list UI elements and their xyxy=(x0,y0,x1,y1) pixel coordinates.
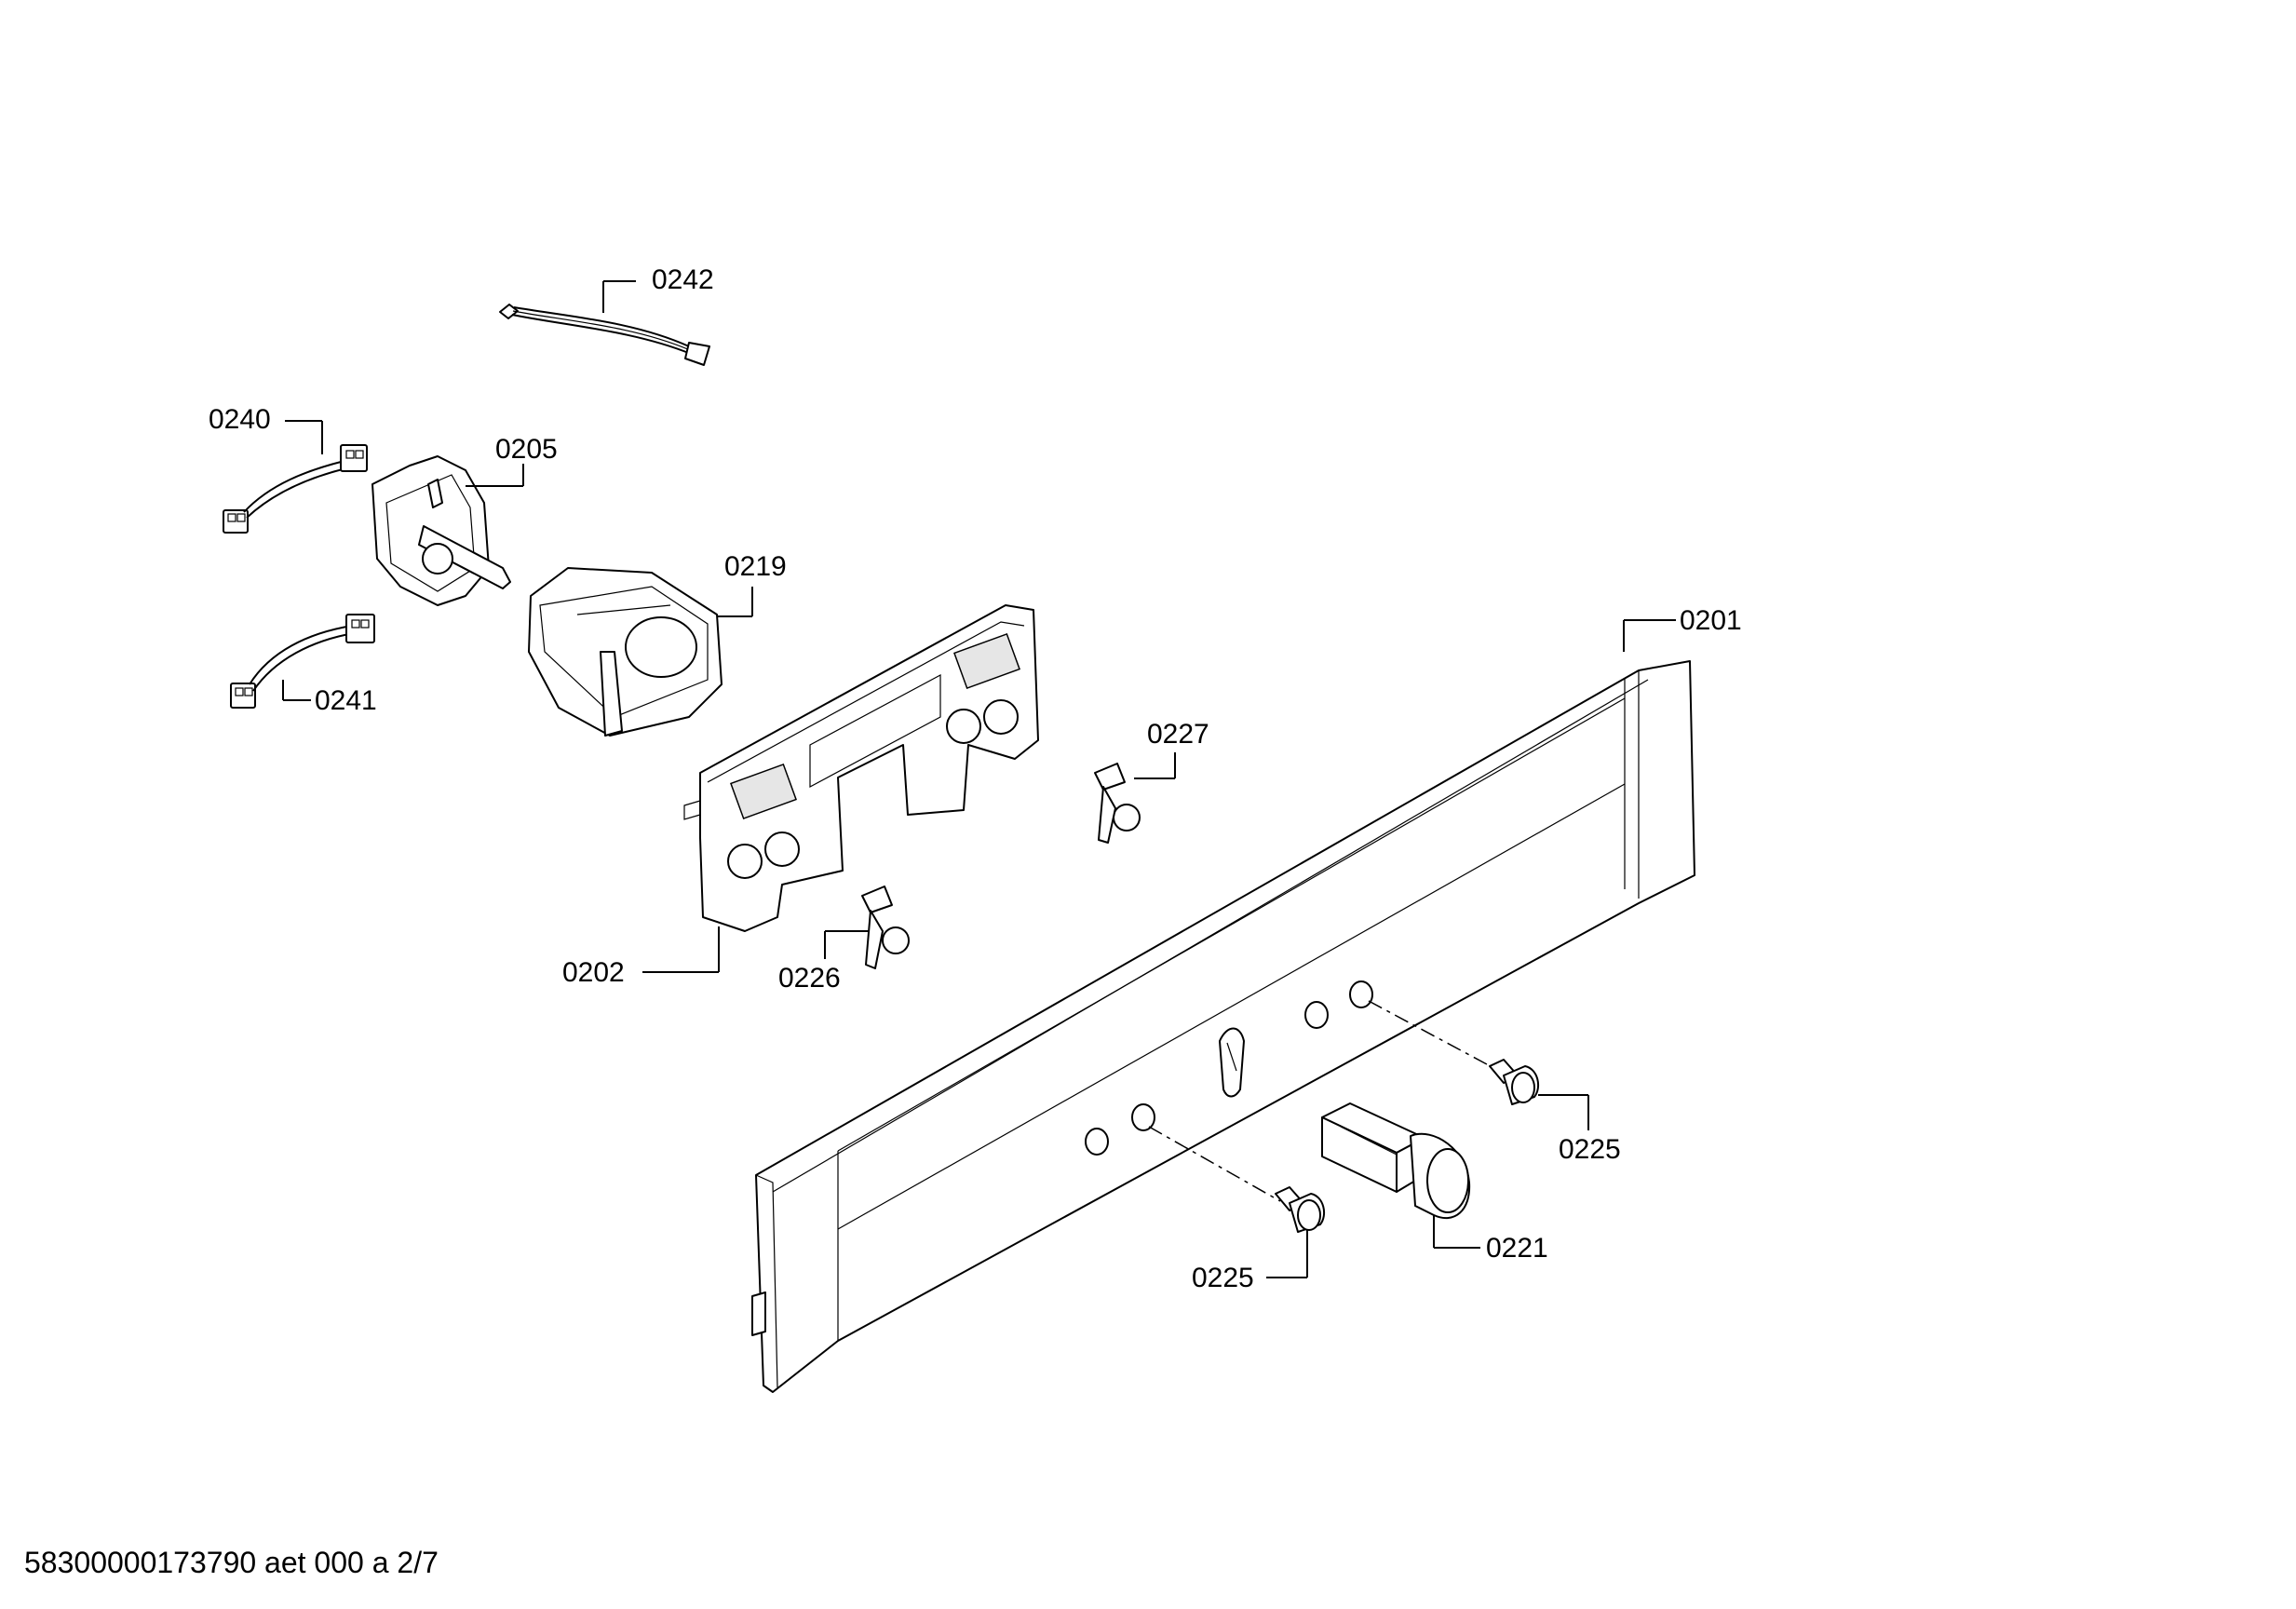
part-0242-ribbon-cable[interactable] xyxy=(499,304,710,366)
part-0225-push-knob-upper[interactable] xyxy=(1489,1059,1540,1105)
callout-label-0226[interactable]: 0226 xyxy=(778,963,841,994)
part-0219-control-bracket[interactable] xyxy=(528,567,723,737)
callout-label-0241[interactable]: 0241 xyxy=(315,685,377,716)
part-0221-rotary-knob[interactable] xyxy=(1321,1102,1471,1220)
assembly-line-left xyxy=(1148,1126,1281,1202)
callout-label-0221[interactable]: 0221 xyxy=(1486,1233,1548,1264)
part-0201-control-panel[interactable] xyxy=(751,660,1695,1393)
callout-label-0202[interactable]: 0202 xyxy=(562,957,625,988)
part-0202-control-frame[interactable] xyxy=(683,604,1039,932)
callout-label-0242[interactable]: 0242 xyxy=(652,264,714,295)
callout-label-0225-lower[interactable]: 0225 xyxy=(1192,1263,1254,1293)
part-0240-wire-harness[interactable] xyxy=(223,444,368,534)
part-0226-indicator-lamp[interactable] xyxy=(861,886,910,969)
callout-label-0227[interactable]: 0227 xyxy=(1147,719,1209,750)
callout-label-0225-upper[interactable]: 0225 xyxy=(1559,1134,1621,1165)
part-0227-indicator-lamp[interactable] xyxy=(1094,763,1141,844)
part-0225-push-knob-lower[interactable] xyxy=(1275,1186,1326,1233)
callout-label-0205[interactable]: 0205 xyxy=(495,434,558,465)
callout-label-0240[interactable]: 0240 xyxy=(209,404,271,435)
callout-label-0201[interactable]: 0201 xyxy=(1680,605,1742,636)
callout-label-0219[interactable]: 0219 xyxy=(724,551,787,582)
part-0241-wire-harness[interactable] xyxy=(230,614,375,709)
document-id: 58300000173790 aet 000 a 2/7 xyxy=(24,1546,439,1579)
assembly-line-right xyxy=(1368,1000,1500,1072)
part-0205-selector-switch[interactable] xyxy=(371,455,511,606)
